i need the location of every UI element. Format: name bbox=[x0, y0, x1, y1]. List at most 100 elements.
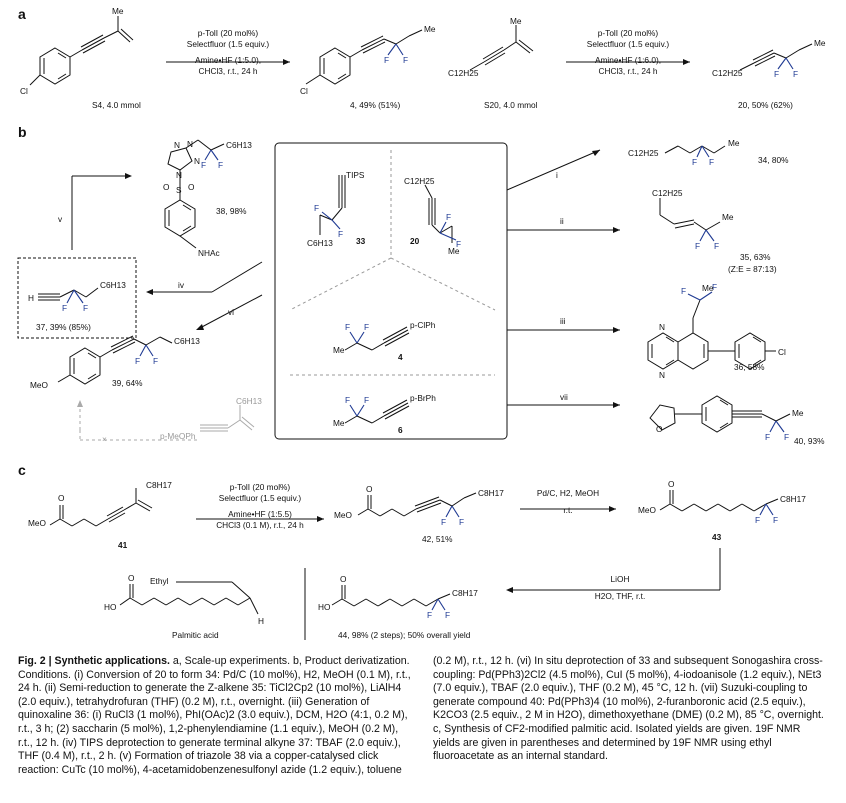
c8h17-label-41: C8H17 bbox=[146, 480, 172, 490]
svg-text:F: F bbox=[445, 610, 450, 620]
svg-text:F: F bbox=[773, 515, 778, 525]
cond-a1-line1: p-TolI (20 mol%) bbox=[197, 28, 259, 38]
svg-text:O: O bbox=[668, 479, 675, 489]
h-label-37: H bbox=[28, 293, 34, 303]
cond-c2-line2: r.t. bbox=[563, 504, 573, 515]
svg-text:F: F bbox=[83, 303, 88, 313]
svg-text:N: N bbox=[187, 139, 193, 149]
svg-text:F: F bbox=[784, 432, 789, 442]
p20-c12h25-label: C12H25 bbox=[712, 68, 743, 78]
p40-benzene-ring bbox=[701, 395, 733, 433]
svg-text:F: F bbox=[364, 322, 369, 332]
figure-caption: Fig. 2 | Synthetic applications. a, Scal… bbox=[18, 655, 828, 777]
triazole-ring bbox=[167, 147, 193, 171]
svg-text:F: F bbox=[345, 395, 350, 405]
svg-text:F: F bbox=[441, 517, 446, 527]
c12h25-label-20: C12H25 bbox=[404, 176, 435, 186]
me-label-40: Me bbox=[792, 408, 804, 418]
c6h13-label-37: C6H13 bbox=[100, 280, 126, 290]
svg-text:O: O bbox=[188, 182, 195, 192]
cond-c1-line2: Selectfluor (1.5 equiv.) bbox=[218, 492, 302, 503]
c12h25-label-35: C12H25 bbox=[652, 188, 683, 198]
compound-42-label: 42, 51% bbox=[422, 534, 453, 544]
svg-text:F: F bbox=[201, 160, 206, 170]
compound-4-label: 4, 49% (51%) bbox=[350, 100, 401, 110]
me-label-34: Me bbox=[728, 138, 740, 148]
pclph-label: p-ClPh bbox=[410, 320, 436, 330]
cond-a2-line2: Selectfluor (1.5 equiv.) bbox=[586, 38, 670, 49]
conditions-a1: p-TolI (20 mol%) Selectfluor (1.5 equiv.… bbox=[166, 28, 290, 76]
p36-chlorophenyl-ring bbox=[734, 332, 766, 370]
svg-text:F: F bbox=[765, 432, 770, 442]
c8h17-label-44: C8H17 bbox=[452, 588, 478, 598]
svg-text:F: F bbox=[135, 356, 140, 366]
compound-37-box bbox=[17, 257, 137, 339]
svg-text:O: O bbox=[58, 493, 65, 503]
ethyl-label: Ethyl bbox=[150, 576, 169, 586]
c6h13-label-grey: C6H13 bbox=[236, 396, 262, 406]
svg-text:O: O bbox=[340, 574, 347, 584]
cond-a1-line2: Selectfluor (1.5 equiv.) bbox=[186, 38, 270, 49]
compound-35-label: 35, 63% bbox=[740, 252, 771, 262]
caption-title: Synthetic applications. bbox=[54, 655, 170, 667]
pbrph-label: p-BrPh bbox=[410, 393, 436, 403]
svg-text:F: F bbox=[62, 303, 67, 313]
me-label-36: Me bbox=[702, 283, 714, 293]
furan-ring bbox=[649, 404, 676, 431]
svg-text:F: F bbox=[695, 241, 700, 251]
cond-a2-line3: Amine•HF (1:6.0), bbox=[594, 55, 662, 65]
arrow-label-vii: vii bbox=[560, 392, 568, 402]
compound-34-label: 34, 80% bbox=[758, 155, 789, 165]
cl-label-36: Cl bbox=[778, 347, 786, 357]
arrow-label-i: i bbox=[556, 170, 558, 180]
c8h17-label-43: C8H17 bbox=[780, 494, 806, 504]
svg-text:F: F bbox=[755, 515, 760, 525]
arrow-label-ii: ii bbox=[560, 216, 564, 226]
svg-text:N: N bbox=[174, 140, 180, 150]
compound-41-label: 41 bbox=[118, 540, 128, 550]
svg-text:N: N bbox=[194, 156, 200, 166]
cond-a2-line4: CHCl3, r.t., 24 h bbox=[598, 65, 658, 76]
c6h13-label-38: C6H13 bbox=[226, 140, 252, 150]
svg-text:F: F bbox=[456, 239, 461, 249]
cl-label: Cl bbox=[20, 86, 28, 96]
compound-6-box-label: 6 bbox=[398, 425, 403, 435]
me-label-6: Me bbox=[333, 418, 345, 428]
compound-s20-label: S20, 4.0 mmol bbox=[484, 100, 538, 110]
me-label-35: Me bbox=[722, 212, 734, 222]
compound-44-label: 44, 98% (2 steps); 50% overall yield bbox=[338, 630, 471, 640]
svg-text:F: F bbox=[459, 517, 464, 527]
svg-text:N: N bbox=[176, 170, 182, 180]
svg-text:F: F bbox=[793, 69, 798, 79]
c6h13-label-33: C6H13 bbox=[307, 238, 333, 248]
palmitic-acid-label: Palmitic acid bbox=[172, 630, 219, 640]
svg-text:F: F bbox=[712, 282, 717, 292]
svg-text:F: F bbox=[692, 157, 697, 167]
tips-label: TIPS bbox=[346, 170, 365, 180]
panel-label-a: a bbox=[18, 6, 26, 22]
svg-text:F: F bbox=[153, 356, 158, 366]
pmeoph-label: p-MeOPh bbox=[160, 431, 196, 441]
svg-text:F: F bbox=[338, 229, 343, 239]
svg-text:O: O bbox=[656, 424, 663, 434]
compound-36-label: 36, 58% bbox=[734, 362, 765, 372]
cond-a2-line1: p-TolI (20 mol%) bbox=[597, 28, 659, 38]
compound-20-box-label: 20 bbox=[410, 236, 420, 246]
arrow-i bbox=[506, 149, 601, 191]
center-substrate-box bbox=[274, 142, 508, 440]
s20-c12h25-label: C12H25 bbox=[448, 68, 479, 78]
ho-label-44: HO bbox=[318, 602, 331, 612]
arrow-vi bbox=[199, 294, 263, 329]
ho-label-palmitic: HO bbox=[104, 602, 117, 612]
cond-a1-line3: Amine•HF (1:5.0), bbox=[194, 55, 262, 65]
me-label: Me bbox=[112, 6, 124, 16]
svg-text:F: F bbox=[446, 212, 451, 222]
cond-c1-line3: Amine•HF (1:5.5) bbox=[228, 509, 292, 519]
compound-43-label: 43 bbox=[712, 532, 722, 542]
panel-label-c: c bbox=[18, 462, 26, 478]
svg-text:F: F bbox=[427, 610, 432, 620]
conditions-a2: p-TolI (20 mol%) Selectfluor (1.5 equiv.… bbox=[566, 28, 690, 76]
compound-4-box-label: 4 bbox=[398, 352, 403, 362]
meo-label-43: MeO bbox=[638, 505, 656, 515]
